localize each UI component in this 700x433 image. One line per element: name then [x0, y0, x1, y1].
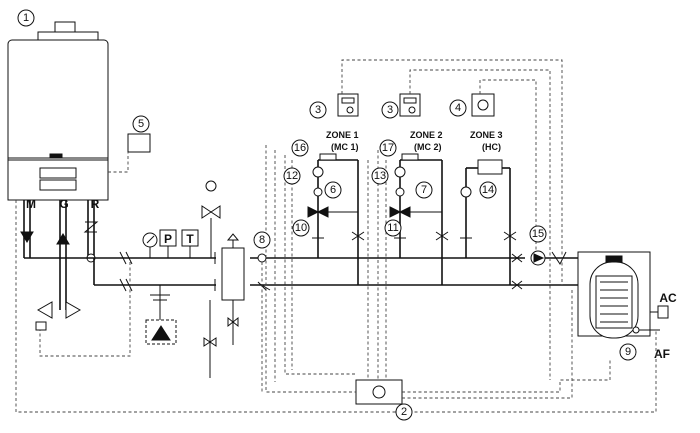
- external-sensor: [127, 133, 151, 153]
- svg-text:13: 13: [374, 170, 386, 182]
- svg-text:5: 5: [138, 118, 144, 130]
- zone-controllers: [337, 93, 495, 117]
- connection-r: R: [91, 197, 100, 211]
- ref-bubble-8: 8: [253, 231, 271, 249]
- svg-text:10: 10: [295, 222, 307, 234]
- zone-1-circuit: [307, 153, 365, 285]
- ref-bubble-14: 14: [479, 181, 497, 199]
- safety-valve: [201, 180, 221, 258]
- zone-2-sub: (MC 2): [414, 142, 442, 152]
- ref-bubble-3b: 3: [381, 101, 399, 119]
- ref-bubble-1: 1: [17, 9, 35, 27]
- ref-bubble-17: 17: [379, 139, 397, 157]
- zone-1-title: ZONE 1: [326, 130, 359, 140]
- boiler: [7, 21, 109, 201]
- ref-bubble-9: 9: [619, 343, 637, 361]
- zone-2-circuit: [389, 153, 449, 285]
- svg-text:15: 15: [532, 228, 544, 240]
- svg-text:8: 8: [259, 234, 265, 246]
- ref-bubble-10: 10: [292, 219, 310, 237]
- svg-text:16: 16: [294, 142, 306, 154]
- svg-text:3: 3: [387, 104, 393, 116]
- ref-bubble-12: 12: [283, 167, 301, 185]
- ref-bubble-7: 7: [415, 181, 433, 199]
- connection-m: M: [26, 197, 36, 211]
- svg-text:3: 3: [315, 104, 321, 116]
- ref-bubble-4: 4: [449, 99, 467, 117]
- svg-text:4: 4: [455, 102, 461, 114]
- svg-text:2: 2: [401, 406, 407, 418]
- filling-loop: [203, 300, 239, 378]
- zone-1-sub: (MC 1): [331, 142, 359, 152]
- control-unit: [355, 379, 403, 405]
- ref-bubble-15: 15: [529, 225, 547, 243]
- hydraulic-separator: [214, 233, 245, 312]
- connection-g: G: [59, 197, 68, 211]
- zone-2-title: ZONE 2: [410, 130, 443, 140]
- svg-text:11: 11: [387, 222, 398, 234]
- svg-text:6: 6: [330, 184, 336, 196]
- cylinder-label-ac: AC: [659, 291, 677, 305]
- ref-bubble-11: 11: [384, 219, 402, 237]
- control-wiring: [15, 59, 657, 413]
- ref-bubble-6: 6: [324, 181, 342, 199]
- hot-water-cylinder: [577, 251, 669, 339]
- expansion-tank: [145, 319, 177, 345]
- main-pipes: [24, 251, 580, 330]
- gauge-group: P T: [142, 229, 199, 258]
- pressure-gauge-label: P: [164, 232, 172, 246]
- cylinder-label-af: AF: [654, 347, 670, 361]
- svg-text:9: 9: [625, 346, 631, 358]
- ref-bubble-16: 16: [291, 139, 309, 157]
- ref-bubble-5: 5: [132, 115, 150, 133]
- temperature-gauge-label: T: [186, 232, 194, 246]
- ref-bubble-13: 13: [371, 167, 389, 185]
- svg-text:12: 12: [286, 170, 298, 182]
- boiler-pipes: [20, 200, 99, 331]
- zone-3-title: ZONE 3: [470, 130, 503, 140]
- ref-bubble-2: 2: [395, 403, 413, 421]
- svg-text:14: 14: [482, 184, 494, 196]
- zone-3-circuit: [460, 159, 517, 285]
- zone-3-sub: (HC): [482, 142, 501, 152]
- svg-text:17: 17: [382, 142, 394, 154]
- ref-bubble-3a: 3: [309, 101, 327, 119]
- svg-text:1: 1: [23, 12, 29, 24]
- svg-text:7: 7: [421, 184, 427, 196]
